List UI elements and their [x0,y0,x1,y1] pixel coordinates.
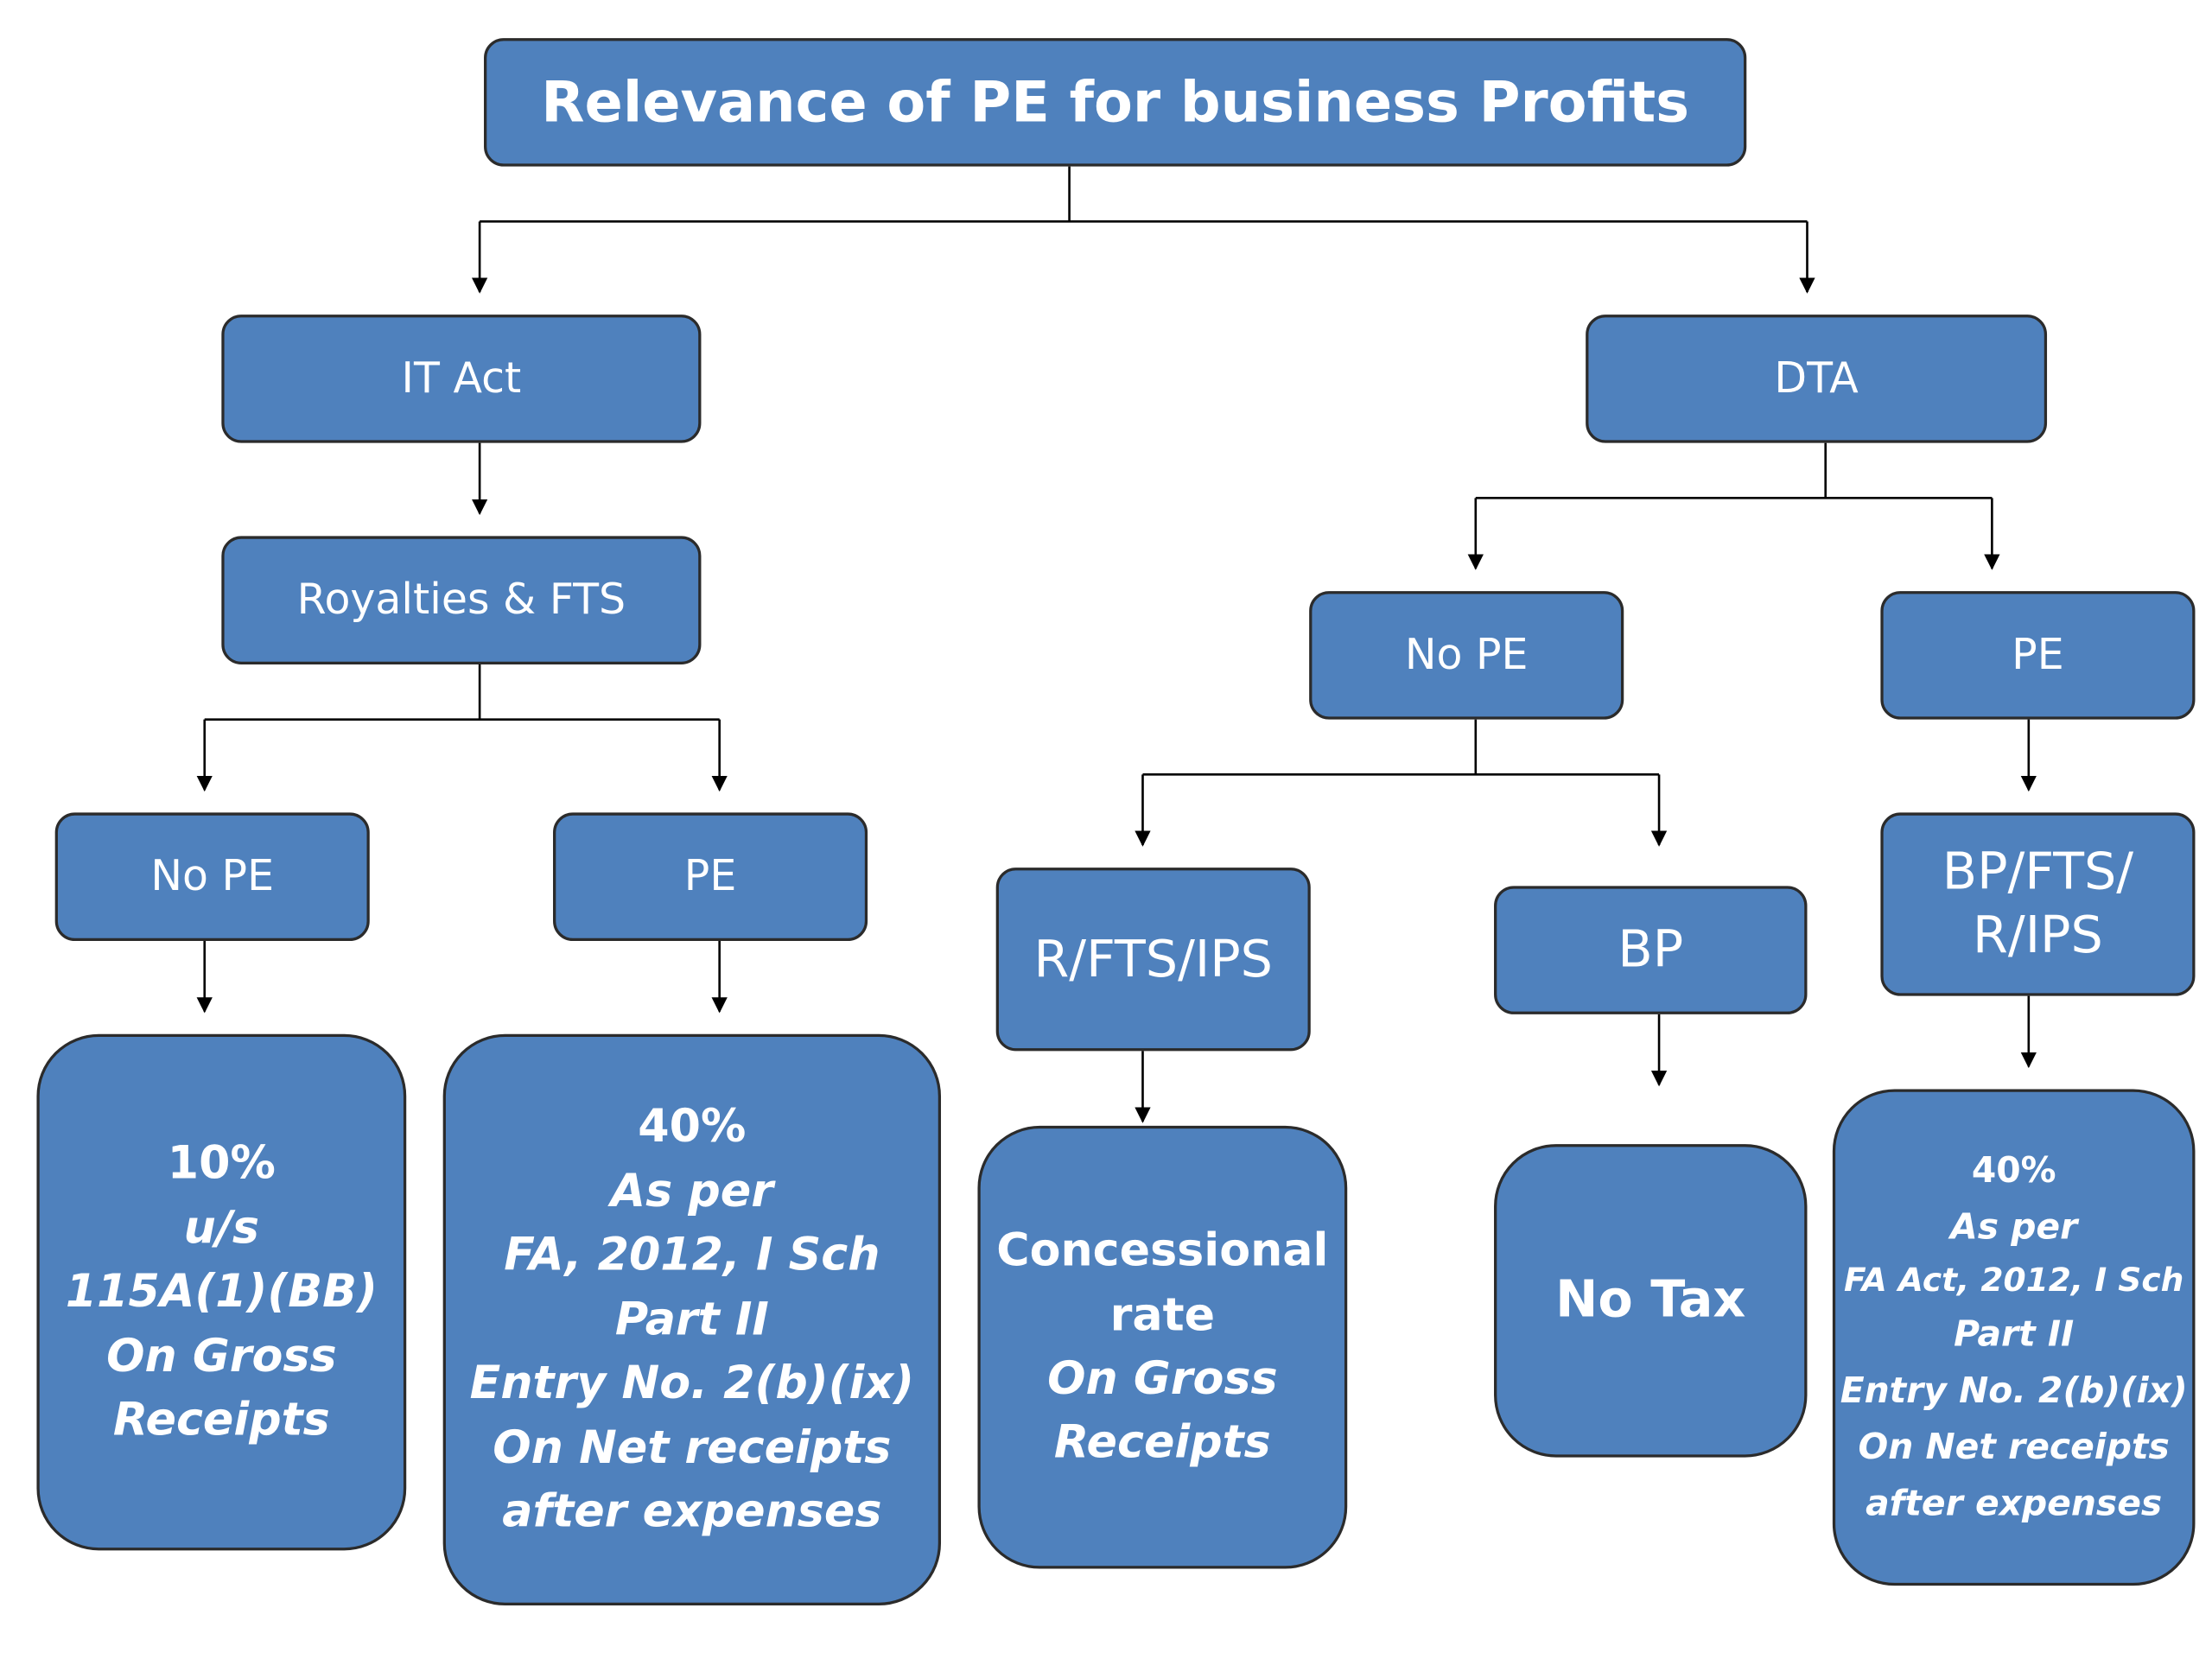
result-line: On Gross [106,1328,337,1382]
result-line: On Gross [1047,1351,1278,1406]
result-line: FA Act, 2012, I Sch [1843,1262,2184,1300]
result-line: 40% [1971,1148,2056,1191]
result-line: Entry No. 2(b)(ix) [469,1356,915,1410]
result-line: On Net receipts [1858,1427,2170,1468]
result-line: As per [1950,1205,2078,1247]
result-line: 115A(1)(BB) [65,1264,378,1319]
it-pe-result-box: 40% As per FA, 2012, I Sch Part II Entry… [442,1033,942,1606]
result-line: Part II [614,1292,769,1346]
it-act-label: IT Act [401,353,522,404]
royalties-fts-label: Royalties & FTS [296,575,626,626]
r-fts-ips-label: R/FTS/IPS [1033,930,1274,988]
result-line: u/s [183,1200,260,1255]
no-tax-result-box: No Tax [1494,1144,1808,1458]
result-line: after expenses [502,1484,882,1538]
it-act-box: IT Act [221,315,702,443]
result-line: after expenses [1866,1483,2163,1524]
result-line: As per [610,1163,774,1217]
result-line: 40% [638,1099,747,1154]
result-line: 10% [167,1135,276,1191]
concessional-result-box: Concessional rate On Gross Receipts [977,1125,1348,1569]
royalties-fts-box: Royalties & FTS [221,536,702,665]
result-line: FA, 2012, I Sch [504,1228,880,1282]
r-fts-ips-box: R/FTS/IPS [995,868,1311,1052]
it-no-pe-result-box: 10% u/s 115A(1)(BB) On Gross Receipts [36,1033,407,1551]
result-line: Receipts [112,1392,330,1446]
bp-label: BP [1618,921,1684,980]
it-pe-label: PE [683,852,737,902]
title-box: Relevance of PE for business Profits [484,38,1747,167]
bp-fts-rips-label-line: R/IPS [1973,906,2103,965]
dta-no-pe-label: No PE [1404,630,1529,680]
result-line: On Net receipts [493,1420,892,1474]
it-no-pe-label: No PE [150,852,275,902]
dta-label: DTA [1774,353,1859,404]
dta-no-pe-box: No PE [1309,591,1624,720]
bp-box: BP [1494,886,1808,1014]
it-pe-box: PE [553,812,868,942]
bp-fts-rips-box: BP/FTS/ R/IPS [1880,812,2196,996]
dta-pe-label: PE [2012,630,2064,680]
dta-pe-result-box: 40% As per FA Act, 2012, I Sch Part II E… [1832,1089,2196,1586]
result-line: No Tax [1555,1271,1746,1330]
result-line: Concessional [996,1223,1329,1277]
bp-fts-rips-label-line: BP/FTS/ [1942,843,2134,902]
result-line: Part II [1954,1313,2075,1356]
it-no-pe-box: No PE [54,812,370,942]
result-line: Entry No. 2(b)(ix) [1840,1370,2188,1412]
dta-pe-box: PE [1880,591,2196,720]
result-line: Receipts [1053,1415,1271,1470]
result-line: rate [1109,1287,1216,1341]
dta-box: DTA [1586,315,2048,443]
title-text: Relevance of PE for business Profits [541,69,1690,135]
